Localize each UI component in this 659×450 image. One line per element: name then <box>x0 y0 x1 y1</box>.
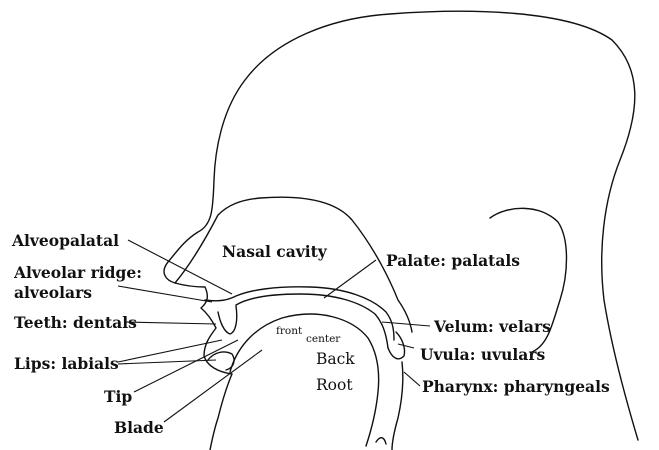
label-root: Root <box>316 376 353 394</box>
uvula-leader <box>398 344 414 348</box>
lips-leader-lower <box>118 360 216 364</box>
tongue-outline <box>230 314 379 446</box>
lips-leader-upper <box>118 340 222 362</box>
blade-leader <box>164 350 262 422</box>
label-blade: Blade <box>114 418 164 437</box>
upper-teeth-outline <box>218 306 237 334</box>
label-lips: Lips: labials <box>14 354 119 373</box>
label-front: front <box>276 325 303 337</box>
label-uvula: Uvula: uvulars <box>420 345 545 364</box>
label-alveolar-ridge: Alveolar ridge: <box>13 263 142 282</box>
label-back: Back <box>316 350 355 368</box>
label-palate: Palate: palatals <box>386 251 520 270</box>
velum-leader <box>382 322 430 326</box>
pharynx-leader <box>404 372 420 386</box>
label-center: center <box>306 333 341 345</box>
label-nasal-cavity: Nasal cavity <box>222 242 328 261</box>
epiglottis-outline <box>376 438 386 444</box>
label-velum: Velum: velars <box>433 317 551 336</box>
label-teeth: Teeth: dentals <box>14 313 137 332</box>
label-alveolars: alveolars <box>14 283 92 302</box>
pharynx-wall-outline <box>392 362 403 450</box>
label-tip: Tip <box>104 387 132 406</box>
label-pharynx: Pharynx: pharyngeals <box>422 377 610 396</box>
label-alveopalatal: Alveopalatal <box>11 231 119 250</box>
alveolar-ridge-leader <box>118 286 212 302</box>
teeth-leader <box>124 322 216 324</box>
